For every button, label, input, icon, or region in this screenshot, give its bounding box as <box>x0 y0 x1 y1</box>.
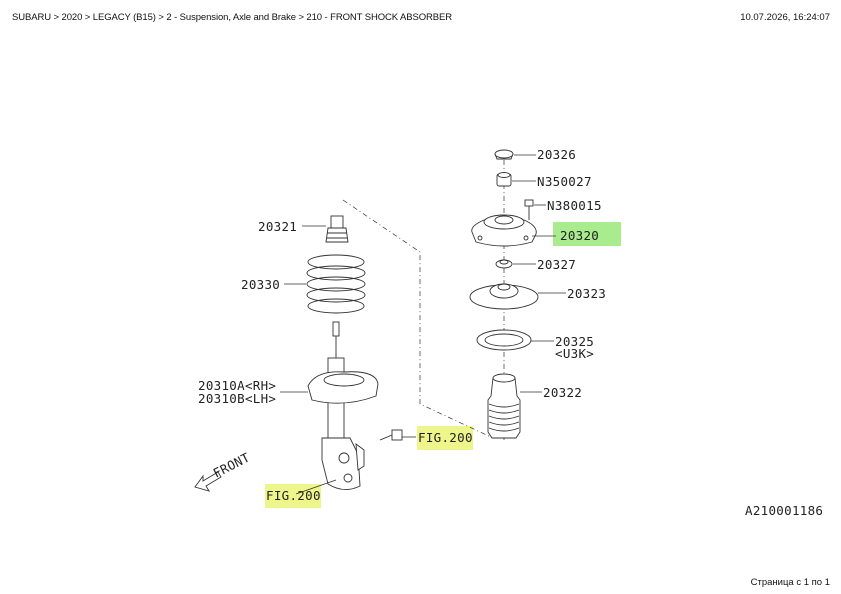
cap-20326-drawing <box>494 149 514 160</box>
diagram-code: A210001186 <box>745 503 823 518</box>
breadcrumb: SUBARU > 2020 > LEGACY (B15) > 2 - Suspe… <box>12 12 452 23</box>
mounting-bolt-drawing <box>379 429 403 441</box>
part-label-20310a[interactable]: 20310A<RH> <box>198 378 276 393</box>
print-timestamp: 10.07.2026, 16:24:07 <box>740 12 830 23</box>
part-label-20310b[interactable]: 20310B<LH> <box>198 391 276 406</box>
fig-ref-upper[interactable]: FIG.200 <box>418 430 473 445</box>
part-label-20320[interactable]: 20320 <box>560 228 599 243</box>
bump-stop-20321-drawing <box>325 215 349 243</box>
dust-boot-20322-drawing <box>487 373 521 439</box>
assembly-guide-line <box>342 199 494 439</box>
page-number: Страница с 1 по 1 <box>750 577 830 588</box>
part-note-20325: <U3K> <box>555 346 594 361</box>
selected-part-highlight <box>553 222 621 246</box>
part-label-20326[interactable]: 20326 <box>537 147 576 162</box>
front-label: FRONT <box>211 449 253 480</box>
part-label-20322[interactable]: 20322 <box>543 385 582 400</box>
nut-n350027-drawing <box>496 172 512 187</box>
part-label-20330[interactable]: 20330 <box>241 277 280 292</box>
part-label-n380015[interactable]: N380015 <box>547 198 602 213</box>
part-label-20323[interactable]: 20323 <box>567 286 606 301</box>
leader-lines <box>280 154 566 495</box>
bushing-20327-drawing <box>495 259 513 269</box>
strut-assembly-20310-drawing <box>307 321 379 490</box>
fig-ref-highlight-upper <box>417 426 473 450</box>
fig-ref-highlight-lower <box>265 484 321 508</box>
part-label-20321[interactable]: 20321 <box>258 219 297 234</box>
spring-seat-20323-drawing <box>469 283 539 310</box>
front-arrow-icon <box>194 471 222 492</box>
bolt-n380015-drawing <box>524 199 534 220</box>
part-label-20325[interactable]: 20325 <box>555 334 594 349</box>
part-label-n350027[interactable]: N350027 <box>537 174 592 189</box>
strut-mount-20320-drawing <box>471 214 537 247</box>
rubber-seat-20325-drawing <box>476 329 532 351</box>
coil-spring-20330-drawing <box>306 254 366 314</box>
part-label-20327[interactable]: 20327 <box>537 257 576 272</box>
fig-ref-lower[interactable]: FIG.200 <box>266 488 321 503</box>
